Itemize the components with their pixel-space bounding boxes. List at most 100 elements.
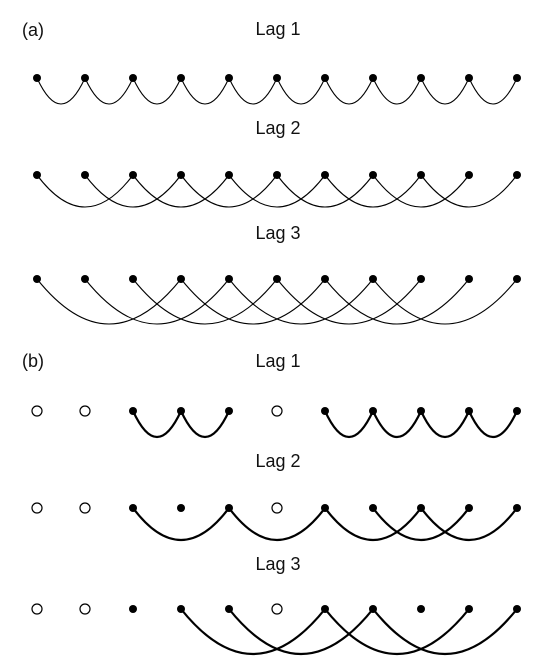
- pair-arc: [372, 507, 470, 542]
- missing-node: [271, 603, 283, 615]
- pair-arc: [132, 174, 230, 208]
- observed-node: [465, 74, 473, 82]
- observed-node: [81, 171, 89, 179]
- pair-arc: [276, 174, 374, 208]
- lag-title: Lag 3: [255, 223, 300, 243]
- pair-arc: [420, 77, 470, 105]
- pair-arc: [84, 174, 182, 208]
- pair-arc: [36, 278, 182, 325]
- pair-arc: [276, 278, 422, 325]
- observed-node: [369, 275, 377, 283]
- observed-node: [513, 605, 521, 613]
- observed-node: [225, 171, 233, 179]
- lag-title: Lag 2: [255, 451, 300, 471]
- missing-node: [271, 405, 283, 417]
- pair-arc: [324, 77, 374, 105]
- lag-row-3: Lag 3: [31, 554, 521, 655]
- observed-node: [225, 74, 233, 82]
- pair-arc: [228, 278, 374, 325]
- observed-node: [129, 275, 137, 283]
- pair-arc: [324, 174, 422, 208]
- observed-node: [273, 74, 281, 82]
- observed-node: [465, 171, 473, 179]
- pair-arc: [468, 410, 518, 439]
- observed-node: [273, 275, 281, 283]
- observed-node: [129, 504, 137, 512]
- missing-node: [31, 405, 43, 417]
- pair-arc: [420, 174, 518, 208]
- panel-label: (b): [22, 351, 44, 371]
- observed-node: [33, 275, 41, 283]
- panel-b: (b)Lag 1 Lag 2 Lag 3: [22, 351, 521, 655]
- pair-arc: [228, 608, 374, 655]
- pair-arc: [324, 278, 470, 325]
- observed-node: [465, 504, 473, 512]
- observed-node: [321, 605, 329, 613]
- observed-node: [177, 504, 185, 512]
- lag-row-1: Lag 1: [31, 351, 521, 439]
- observed-node: [513, 275, 521, 283]
- pair-arc: [420, 410, 470, 439]
- observed-node: [129, 74, 137, 82]
- lag-row-2: Lag 2: [31, 451, 521, 542]
- observed-node: [369, 74, 377, 82]
- observed-node: [417, 275, 425, 283]
- pair-arc: [84, 278, 230, 325]
- pair-arc: [180, 608, 326, 655]
- pair-arc: [372, 410, 422, 439]
- lag-row-3: Lag 3: [33, 223, 521, 325]
- missing-node: [271, 502, 283, 514]
- panel-label: (a): [22, 20, 44, 40]
- observed-node: [369, 171, 377, 179]
- lag-title: Lag 2: [255, 118, 300, 138]
- pair-arc: [180, 278, 326, 325]
- observed-node: [369, 407, 377, 415]
- missing-node: [79, 502, 91, 514]
- pair-arc: [36, 77, 86, 105]
- observed-node: [177, 171, 185, 179]
- observed-node: [417, 605, 425, 613]
- pair-arc: [420, 507, 518, 542]
- pair-arc: [84, 77, 134, 105]
- observed-node: [129, 605, 137, 613]
- observed-node: [273, 171, 281, 179]
- observed-node: [465, 407, 473, 415]
- observed-node: [321, 407, 329, 415]
- missing-node: [31, 603, 43, 615]
- observed-node: [513, 171, 521, 179]
- observed-node: [81, 275, 89, 283]
- observed-node: [81, 74, 89, 82]
- pair-arc: [132, 410, 182, 439]
- observed-node: [177, 74, 185, 82]
- observed-node: [177, 275, 185, 283]
- pair-arc: [324, 507, 422, 542]
- observed-node: [321, 171, 329, 179]
- observed-node: [225, 504, 233, 512]
- observed-node: [513, 504, 521, 512]
- pair-arc: [324, 608, 470, 655]
- pair-arc: [36, 174, 134, 208]
- observed-node: [513, 407, 521, 415]
- observed-node: [417, 407, 425, 415]
- observed-node: [225, 605, 233, 613]
- observed-node: [321, 504, 329, 512]
- observed-node: [225, 407, 233, 415]
- pair-arc: [228, 77, 278, 105]
- missing-node: [79, 405, 91, 417]
- observed-node: [513, 74, 521, 82]
- lag-title: Lag 1: [255, 19, 300, 39]
- observed-node: [465, 605, 473, 613]
- observed-node: [465, 275, 473, 283]
- observed-node: [369, 504, 377, 512]
- panel-a: (a) Lag 1 Lag 2 Lag 3: [22, 19, 521, 325]
- observed-node: [417, 171, 425, 179]
- lag-title: Lag 3: [255, 554, 300, 574]
- observed-node: [33, 171, 41, 179]
- pair-arc: [132, 278, 278, 325]
- pair-arc: [228, 507, 326, 542]
- observed-node: [129, 171, 137, 179]
- observed-node: [225, 275, 233, 283]
- observed-node: [417, 74, 425, 82]
- observed-node: [417, 504, 425, 512]
